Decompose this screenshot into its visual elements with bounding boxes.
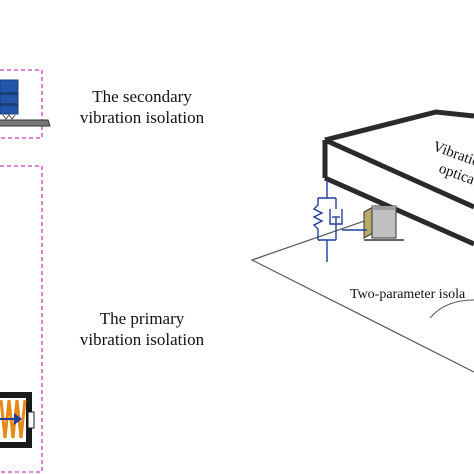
two-parameter-label: Two-parameter isola — [350, 287, 466, 302]
blue-device — [0, 79, 19, 115]
base-plate — [0, 119, 51, 127]
primary-isolation-label-line2: vibration isolation — [79, 330, 205, 349]
secondary-isolation-box — [0, 69, 51, 139]
secondary-isolation-label-line2: vibration isolation — [79, 108, 205, 127]
spring-damper-schematic — [312, 180, 367, 262]
isolator-block — [363, 205, 404, 241]
label-leader-line — [429, 299, 474, 319]
primary-isolation-box — [0, 165, 43, 473]
optical-table — [322, 109, 474, 247]
secondary-isolation-label-line1: The secondary — [92, 87, 192, 106]
primary-isolation-label-line1: The primary — [99, 309, 185, 328]
